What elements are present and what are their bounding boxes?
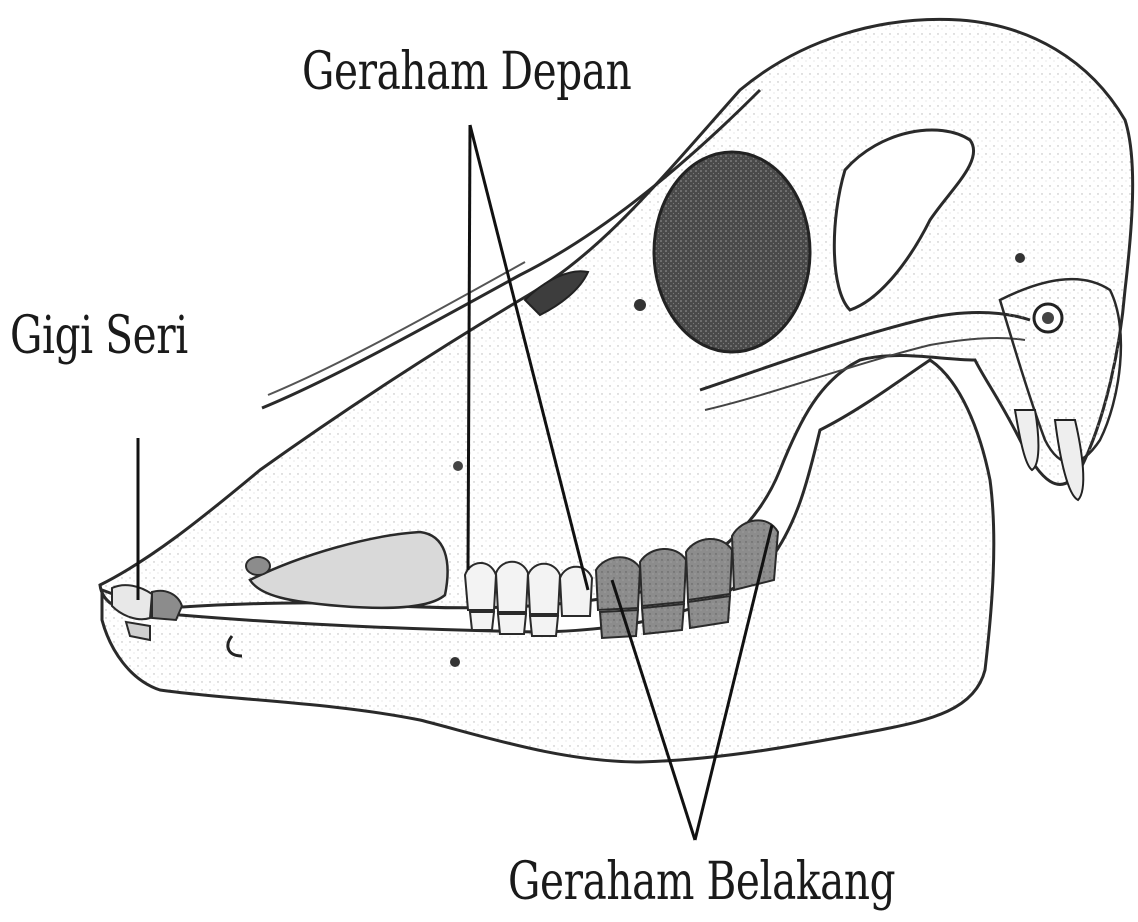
label-back-molars: Geraham Belakang bbox=[508, 856, 895, 908]
orbit bbox=[654, 152, 810, 352]
label-front-molars: Geraham Depan bbox=[302, 46, 631, 98]
front-molars bbox=[465, 562, 592, 636]
leader-line-front-left bbox=[468, 125, 470, 570]
label-incisors: Gigi Seri bbox=[10, 310, 188, 362]
